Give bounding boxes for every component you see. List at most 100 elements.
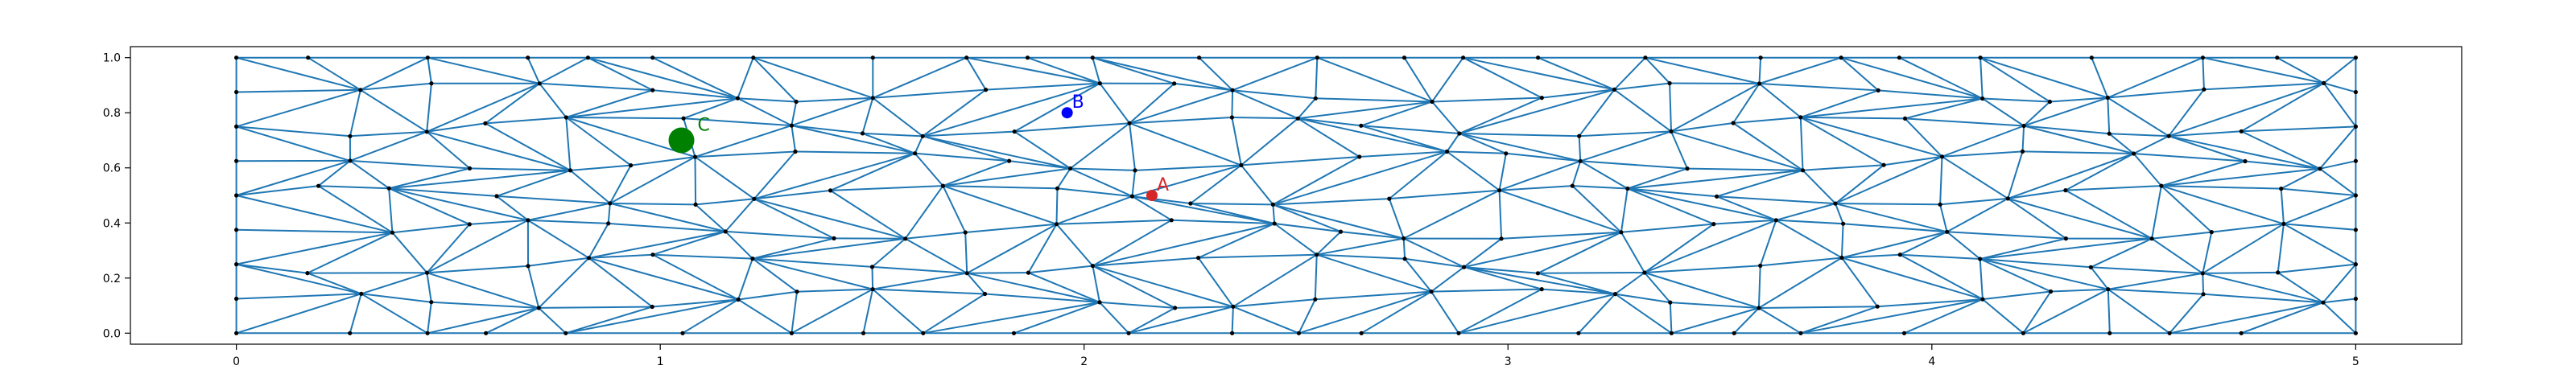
mesh-edge-diagonal bbox=[1759, 56, 1842, 84]
mesh-node bbox=[2089, 55, 2094, 60]
mesh-edge-vertical bbox=[1272, 156, 1360, 206]
mesh-edge-horizontal bbox=[1274, 223, 1341, 233]
mesh-edge-vertical bbox=[1092, 265, 1176, 309]
point-c-label: C bbox=[698, 115, 710, 135]
mesh-edge-vertical bbox=[1129, 83, 1175, 124]
mesh-node bbox=[2200, 271, 2205, 276]
mesh-edge-diagonal bbox=[236, 232, 393, 265]
mesh-node bbox=[629, 163, 634, 168]
mesh-edge-diagonal bbox=[1946, 231, 1981, 260]
mesh-node bbox=[424, 270, 430, 275]
mesh-node bbox=[870, 55, 875, 60]
mesh-node bbox=[650, 55, 655, 60]
mesh-edge-horizontal bbox=[1099, 301, 1175, 309]
mesh-edge-diagonal bbox=[427, 56, 540, 84]
mesh-edge-vertical bbox=[1716, 169, 1803, 198]
mesh-node bbox=[608, 201, 613, 206]
mesh-edge-diagonal bbox=[872, 56, 968, 99]
mesh-node bbox=[425, 55, 430, 60]
mesh-edge-vertical bbox=[588, 223, 609, 259]
mesh-edge-diagonal bbox=[1620, 232, 1645, 273]
mesh-edge-diagonal bbox=[1070, 167, 1133, 198]
mesh-edge-vertical bbox=[427, 302, 432, 334]
mesh-edge-vertical bbox=[1578, 88, 1616, 137]
mesh-edge-diagonal bbox=[1670, 83, 1760, 133]
mesh-edge-horizontal bbox=[1028, 265, 1093, 274]
mesh-edge-vertical bbox=[388, 187, 470, 225]
mesh-edge-diagonal bbox=[2322, 302, 2357, 335]
mesh-edge-diagonal bbox=[2319, 125, 2357, 170]
mesh-node bbox=[1668, 300, 1673, 305]
mesh-node bbox=[1026, 270, 1031, 275]
mesh-node bbox=[1429, 290, 1434, 294]
mesh-edge-vertical bbox=[307, 272, 362, 295]
mesh-node bbox=[234, 296, 239, 302]
mesh-edge-diagonal bbox=[1403, 189, 1501, 240]
point-b-marker bbox=[1061, 107, 1073, 119]
mesh-edge-diagonal bbox=[1092, 56, 1233, 92]
y-tick-label: 1.0 bbox=[103, 52, 121, 65]
point-c-marker bbox=[668, 127, 695, 154]
mesh-edge-diagonal bbox=[695, 125, 792, 158]
mesh-edge-diagonal bbox=[361, 293, 428, 335]
mesh-edge-vertical bbox=[1297, 97, 1317, 119]
mesh-edge-diagonal bbox=[1979, 56, 2108, 99]
mesh-node bbox=[869, 265, 875, 269]
mesh-node bbox=[650, 88, 655, 92]
mesh-node bbox=[860, 131, 865, 136]
mesh-edge-diagonal bbox=[1069, 122, 1130, 170]
mesh-node bbox=[1499, 236, 1504, 241]
mesh-node bbox=[903, 236, 908, 241]
mesh-edge-diagonal bbox=[1232, 89, 1298, 120]
mesh-edge-horizontal bbox=[1132, 195, 1191, 204]
mesh-node bbox=[2281, 221, 2286, 226]
mesh-edge-vertical bbox=[565, 89, 654, 118]
mesh-edge-vertical bbox=[485, 82, 540, 125]
mesh-edge-horizontal bbox=[236, 293, 361, 300]
mesh-node bbox=[984, 88, 989, 92]
mesh-edge-horizontal bbox=[1359, 150, 1447, 158]
mesh-node bbox=[1315, 55, 1319, 60]
mesh-node bbox=[1129, 194, 1135, 199]
mesh-edge-diagonal bbox=[737, 97, 792, 126]
mesh-node bbox=[2088, 265, 2093, 269]
mesh-edge-diagonal bbox=[791, 288, 873, 335]
mesh-node bbox=[1068, 166, 1073, 171]
mesh-edge-diagonal bbox=[1613, 57, 1646, 91]
x-tick-label: 1 bbox=[657, 355, 664, 368]
mesh-edge-vertical bbox=[1297, 117, 1360, 158]
mesh-edge-horizontal bbox=[652, 89, 738, 100]
mesh-edge-horizontal bbox=[1232, 298, 1315, 308]
mesh-edge-horizontal bbox=[737, 97, 797, 103]
mesh-edge-horizontal bbox=[570, 164, 631, 171]
mesh-edge-diagonal bbox=[1627, 187, 1777, 221]
mesh-edge-horizontal bbox=[737, 290, 798, 301]
mesh-edge-diagonal bbox=[2283, 195, 2356, 225]
mesh-edge-vertical bbox=[695, 203, 726, 232]
mesh-edge-diagonal bbox=[2168, 82, 2325, 138]
mesh-node bbox=[467, 166, 473, 170]
mesh-node bbox=[1669, 129, 1674, 133]
mesh-node bbox=[2131, 151, 2136, 156]
mesh-node bbox=[1402, 55, 1407, 60]
mesh-node bbox=[234, 55, 239, 60]
mesh-node bbox=[921, 331, 926, 335]
mesh-edge-diagonal bbox=[1800, 97, 1983, 118]
mesh-edge-diagonal bbox=[1232, 56, 1318, 92]
mesh-edge-diagonal bbox=[1979, 258, 1984, 300]
mesh-edge-vertical bbox=[1316, 231, 1342, 256]
mesh-edge-vertical bbox=[1627, 187, 1715, 225]
mesh-node bbox=[1669, 331, 1674, 335]
mesh-edge-horizontal bbox=[1232, 89, 1316, 100]
mesh-edge-diagonal bbox=[737, 298, 792, 335]
mesh-node bbox=[1881, 162, 1886, 167]
mesh-node bbox=[2063, 236, 2068, 241]
mesh-node bbox=[306, 55, 311, 60]
mesh-edge-diagonal bbox=[1403, 237, 1465, 269]
mesh-edge-horizontal bbox=[1572, 185, 1628, 190]
y-tick-label: 0.4 bbox=[103, 217, 121, 230]
mesh-edge-horizontal bbox=[539, 82, 653, 92]
mesh-edge-vertical bbox=[1459, 133, 1507, 154]
mesh-node bbox=[1461, 55, 1466, 60]
